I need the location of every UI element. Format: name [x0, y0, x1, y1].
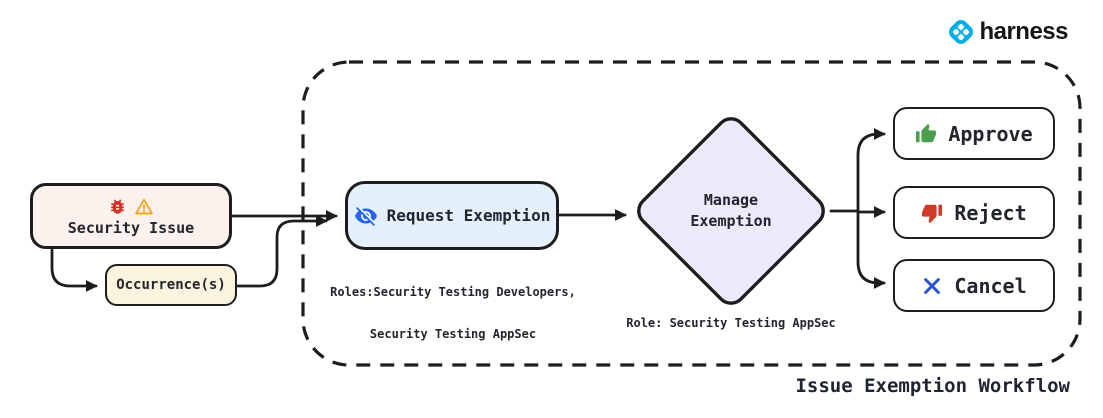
- cancel-label: Cancel: [954, 273, 1027, 298]
- node-reject: Reject: [893, 186, 1055, 239]
- occurrences-label: Occurrence(s): [116, 277, 226, 293]
- thumbs-down-icon: [921, 202, 943, 224]
- approve-label: Approve: [948, 121, 1033, 146]
- arrow-security-to-occurrence: [50, 248, 98, 292]
- request-roles-note: Roles:Security Testing Developers, Secur…: [328, 257, 578, 369]
- diagram-caption: Issue Exemption Workflow: [795, 375, 1070, 397]
- bug-icon: [108, 197, 127, 216]
- node-request-exemption: Request Exemption: [345, 181, 559, 250]
- x-icon: [921, 275, 943, 297]
- harness-wordmark: harness: [979, 18, 1068, 45]
- request-roles-line2: Security Testing AppSec: [369, 327, 537, 341]
- arrow-manage-to-cancel: [856, 210, 886, 289]
- eye-slash-icon: [354, 204, 378, 228]
- security-issue-label: Security Issue: [67, 218, 195, 237]
- workflow-boundary: [301, 60, 1082, 367]
- manage-role-note: Role: Security Testing AppSec: [626, 316, 836, 330]
- node-cancel: Cancel: [893, 259, 1055, 312]
- harness-logo-icon: [946, 17, 976, 47]
- reject-label: Reject: [954, 200, 1027, 225]
- warning-icon: [134, 197, 154, 217]
- node-security-issue: Security Issue: [30, 183, 232, 249]
- manage-exemption-label: Manage Exemption: [651, 190, 811, 232]
- harness-logo: harness: [946, 17, 1068, 47]
- manage-exemption-diamond: [637, 117, 825, 305]
- arrow-manage-to-approve: [856, 128, 886, 213]
- node-approve: Approve: [893, 107, 1055, 160]
- manage-exemption-line1: Manage: [703, 191, 759, 209]
- request-roles-line1: Roles:Security Testing Developers,: [330, 285, 576, 299]
- request-exemption-label: Request Exemption: [386, 206, 551, 225]
- thumbs-up-icon: [915, 123, 937, 145]
- manage-exemption-line2: Exemption: [690, 212, 772, 230]
- node-occurrences: Occurrence(s): [105, 264, 237, 306]
- arrow-occurrence-to-request: [236, 215, 328, 288]
